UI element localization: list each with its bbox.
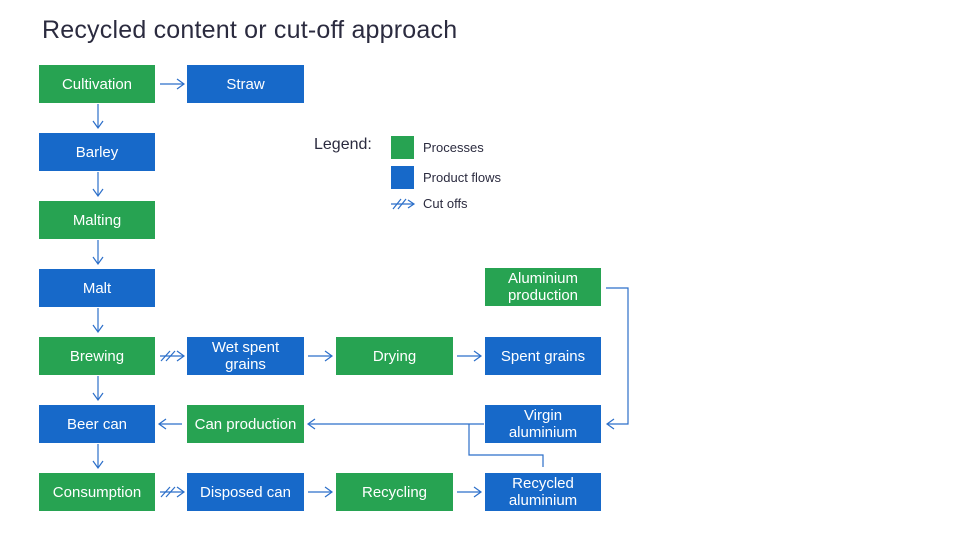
node-beer-can: Beer can bbox=[39, 405, 155, 443]
node-consumption: Consumption bbox=[39, 473, 155, 511]
node-straw: Straw bbox=[187, 65, 304, 103]
node-malt: Malt bbox=[39, 269, 155, 307]
connector-cultivation-straw bbox=[160, 78, 186, 90]
node-barley: Barley bbox=[39, 133, 155, 171]
node-can-production: Can production bbox=[187, 405, 304, 443]
legend-swatch-processes bbox=[391, 136, 414, 159]
cut-off-brewing-wet-spent-grains bbox=[160, 350, 186, 362]
node-spent-grains: Spent grains bbox=[485, 337, 601, 375]
connector-beer-can-consumption bbox=[92, 444, 104, 470]
connector-recycling-recycled-aluminium bbox=[457, 486, 483, 498]
legend-label-cut-offs: Cut offs bbox=[423, 196, 468, 211]
legend-swatch-product-flows bbox=[391, 166, 414, 189]
node-virgin-aluminium: Virgin aluminium bbox=[485, 405, 601, 443]
connector-virgin-aluminium-can-production bbox=[306, 418, 484, 430]
connector-can-production-beer-can bbox=[157, 418, 182, 430]
connector-wet-spent-grains-drying bbox=[308, 350, 334, 362]
double-slash-arrow-icon bbox=[391, 198, 416, 210]
connector-recycled-aluminium-can-production bbox=[468, 424, 544, 467]
connector-malt-brewing bbox=[92, 308, 104, 334]
legend-label-processes: Processes bbox=[423, 140, 484, 155]
legend-title: Legend: bbox=[314, 136, 372, 153]
connector-malting-malt bbox=[92, 240, 104, 266]
node-cultivation: Cultivation bbox=[39, 65, 155, 103]
connector-barley-malting bbox=[92, 172, 104, 198]
legend-label-product-flows: Product flows bbox=[423, 170, 502, 185]
cut-off-consumption-disposed-can bbox=[160, 486, 186, 498]
node-drying: Drying bbox=[336, 337, 453, 375]
node-aluminium-production: Aluminium production bbox=[485, 268, 601, 306]
connector-disposed-can-recycling bbox=[308, 486, 334, 498]
node-recycling: Recycling bbox=[336, 473, 453, 511]
node-disposed-can: Disposed can bbox=[187, 473, 304, 511]
page-title: Recycled content or cut-off approach bbox=[42, 16, 458, 44]
connector-brewing-beer-can bbox=[92, 376, 104, 402]
node-brewing: Brewing bbox=[39, 337, 155, 375]
node-malting: Malting bbox=[39, 201, 155, 239]
connector-drying-spent-grains bbox=[457, 350, 483, 362]
connector-aluminium-production-virgin-aluminium bbox=[605, 287, 629, 430]
node-wet-spent-grains: Wet spent grains bbox=[187, 337, 304, 375]
node-recycled-aluminium: Recycled aluminium bbox=[485, 473, 601, 511]
connector-cultivation-barley bbox=[92, 104, 104, 130]
